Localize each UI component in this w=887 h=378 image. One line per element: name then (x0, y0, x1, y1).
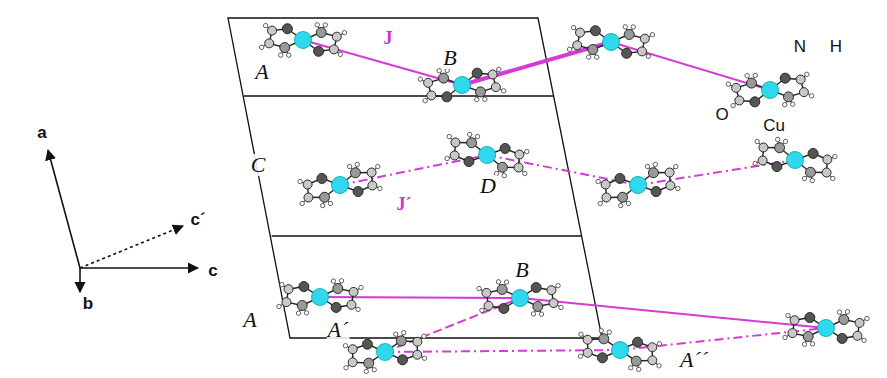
molecule-label: C (250, 154, 267, 176)
axis-label: a (36, 124, 47, 141)
atom-label: Cu (762, 117, 786, 134)
molecule-label: A (242, 309, 257, 331)
copper-complex (442, 129, 531, 181)
copper-complex (782, 304, 870, 352)
atom-label: H (829, 38, 843, 55)
molecule-label: A´´ (679, 349, 709, 371)
axis-label: c´ (189, 211, 206, 228)
exchange-paths (303, 40, 826, 352)
copper-complex (593, 159, 682, 211)
copper-complex (576, 327, 663, 373)
copper-complex (276, 273, 364, 321)
unit-cell (228, 18, 602, 338)
copper-complex (476, 274, 564, 322)
copper-complex (417, 58, 507, 112)
molecule-label: B (514, 259, 529, 281)
molecule-label: B (442, 47, 457, 69)
molecules (258, 14, 869, 375)
copper-complex (258, 14, 347, 66)
molecule-label: D (479, 175, 497, 197)
exchange-label: J (383, 29, 394, 47)
molecule-label: A´ (327, 319, 350, 341)
copper-complex (566, 16, 655, 68)
copper-complex (750, 134, 839, 186)
axes (48, 150, 198, 292)
copper-complex (725, 63, 815, 117)
copper-complex (295, 159, 384, 211)
axis-label: b (82, 295, 94, 312)
atom-label: O (714, 106, 729, 123)
copper-complex (341, 329, 428, 375)
molecule-label: A (254, 61, 269, 83)
atom-label: N (793, 38, 807, 55)
exchange-label: J´ (396, 195, 413, 213)
axis-label: c (207, 262, 218, 279)
